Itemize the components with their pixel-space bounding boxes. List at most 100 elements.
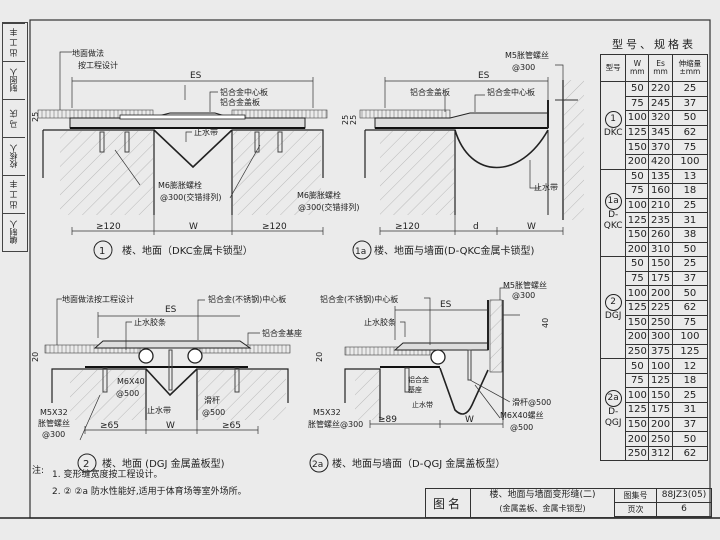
label: @500 <box>202 408 225 417</box>
spec-cell: 25 <box>671 197 709 214</box>
spec-cell: 200 <box>648 416 673 433</box>
label: 40 <box>541 318 550 328</box>
spec-cell: 100 <box>625 387 650 404</box>
spec-cell: 260 <box>648 226 673 243</box>
label: 铝合金基座 <box>262 328 302 338</box>
spec-cell: 13 <box>671 168 709 185</box>
spec-cell: 100 <box>671 329 709 345</box>
label: 止水带 <box>412 400 433 409</box>
label: W <box>166 421 175 431</box>
spec-table-title: 型号、规格表 <box>612 38 696 51</box>
label: 止水胶条 <box>364 317 396 327</box>
label: ES <box>440 300 452 310</box>
spec-cell: 250 <box>625 445 650 462</box>
detail-number: 2a <box>312 460 323 470</box>
notes-label: 注: <box>32 466 45 476</box>
spec-cell: 150 <box>625 226 650 243</box>
type-code: DGJ <box>604 310 622 321</box>
spec-cell: 38 <box>671 226 709 243</box>
spec-cell: 31 <box>671 212 709 228</box>
label: 止水带 <box>147 405 171 415</box>
label: 25 <box>341 115 350 125</box>
detail-number: 1 <box>99 246 105 257</box>
spec-cell: 345 <box>648 124 673 141</box>
detail-number: 1a <box>604 193 622 211</box>
spec-cell: 150 <box>625 314 650 331</box>
type-code: D-QKC <box>603 210 623 232</box>
label: 铝合金中心板 <box>487 87 535 97</box>
spec-cell: 37 <box>671 95 709 112</box>
spec-cell: 150 <box>625 139 650 155</box>
spec-cell: 150 <box>625 416 650 433</box>
detail-number: 1 <box>604 111 622 129</box>
spec-cell: 150 <box>648 256 673 272</box>
spec-cell: 175 <box>648 270 673 287</box>
spec-cell: 125 <box>625 124 650 141</box>
page-number: 6 <box>657 503 711 517</box>
spec-cell: 245 <box>648 95 673 112</box>
spec-table-header: 型号 <box>599 54 627 82</box>
spec-table-header: Es mm <box>648 54 673 82</box>
spec-cell: 235 <box>648 212 673 228</box>
spec-table-header: W mm <box>625 54 650 82</box>
detail-number: 2a <box>604 390 622 408</box>
spec-cell: 200 <box>625 431 650 447</box>
label: M5胀管螺丝 <box>505 50 549 60</box>
approval-strip: 出 工 丰 制图人 马 庆 校核人 出 工 丰 编制人 <box>2 22 28 252</box>
spec-cell: 50 <box>625 81 650 97</box>
label: 铝合金中心板 <box>220 87 268 97</box>
drawing-subtitle: (金属盖板、金属卡锁型) <box>499 504 586 513</box>
spec-cell: 50 <box>625 256 650 272</box>
spec-cell: 125 <box>625 299 650 316</box>
spec-cell: 100 <box>625 285 650 301</box>
label: ≥120 <box>96 222 121 232</box>
spec-cell: 250 <box>648 431 673 447</box>
label: 胀管螺丝@300 <box>308 419 363 429</box>
label: 25 <box>31 112 40 122</box>
label: ≥65 <box>100 421 119 431</box>
label: ≥89 <box>378 415 397 425</box>
spec-cell: 37 <box>671 416 709 433</box>
label: 止水胶条 <box>134 317 166 327</box>
spec-cell: 200 <box>625 153 650 170</box>
spec-cell: 135 <box>648 168 673 185</box>
label: M5X32 <box>40 408 68 417</box>
spec-cell: 37 <box>671 270 709 287</box>
label: 铝合金盖板 <box>220 97 260 107</box>
label: 20 <box>315 352 324 362</box>
type-code: DKC <box>603 128 623 139</box>
spec-cell: 210 <box>648 197 673 214</box>
spec-cell: 50 <box>671 431 709 447</box>
detail-2-drawing: 地面做法按工程设计 ES 铝合金(不锈钢)中心板 止水胶条 铝合金基座 M6X4… <box>31 294 302 473</box>
spec-cell: 75 <box>625 270 650 287</box>
title-block-name-label: 图名 <box>426 489 471 517</box>
label: 基座 <box>408 385 422 394</box>
spec-cell: 62 <box>671 124 709 141</box>
spec-cell: 75 <box>671 314 709 331</box>
spec-cell: 31 <box>671 402 709 418</box>
label: W <box>189 222 198 232</box>
spec-cell: 100 <box>625 197 650 214</box>
spec-cell: 125 <box>625 402 650 418</box>
spec-table-header: 伸缩量 ±mm <box>671 54 709 82</box>
label: @500 <box>116 389 139 398</box>
spec-cell: 200 <box>648 285 673 301</box>
detail-1a-drawing: M5胀管螺丝 @300 ES 铝合金盖板 铝合金中心板 止水带 ≥120 d W… <box>349 50 584 260</box>
type-code: D-QGJ <box>604 407 622 429</box>
spec-cell: 75 <box>625 95 650 112</box>
label: 按工程设计 <box>78 60 118 70</box>
detail-caption: 楼、地面与墙面(D-QKC金属卡锁型) <box>374 244 534 257</box>
label: @300(交错排列) <box>298 202 360 212</box>
page-label: 页次 <box>615 503 657 517</box>
label: 地面做法按工程设计 <box>62 294 134 304</box>
detail-2a-drawing: 铝合金(不锈钢)中心板 M5胀管螺丝 @300 ES 止水胶条 铝合金 基座 止… <box>308 280 551 473</box>
